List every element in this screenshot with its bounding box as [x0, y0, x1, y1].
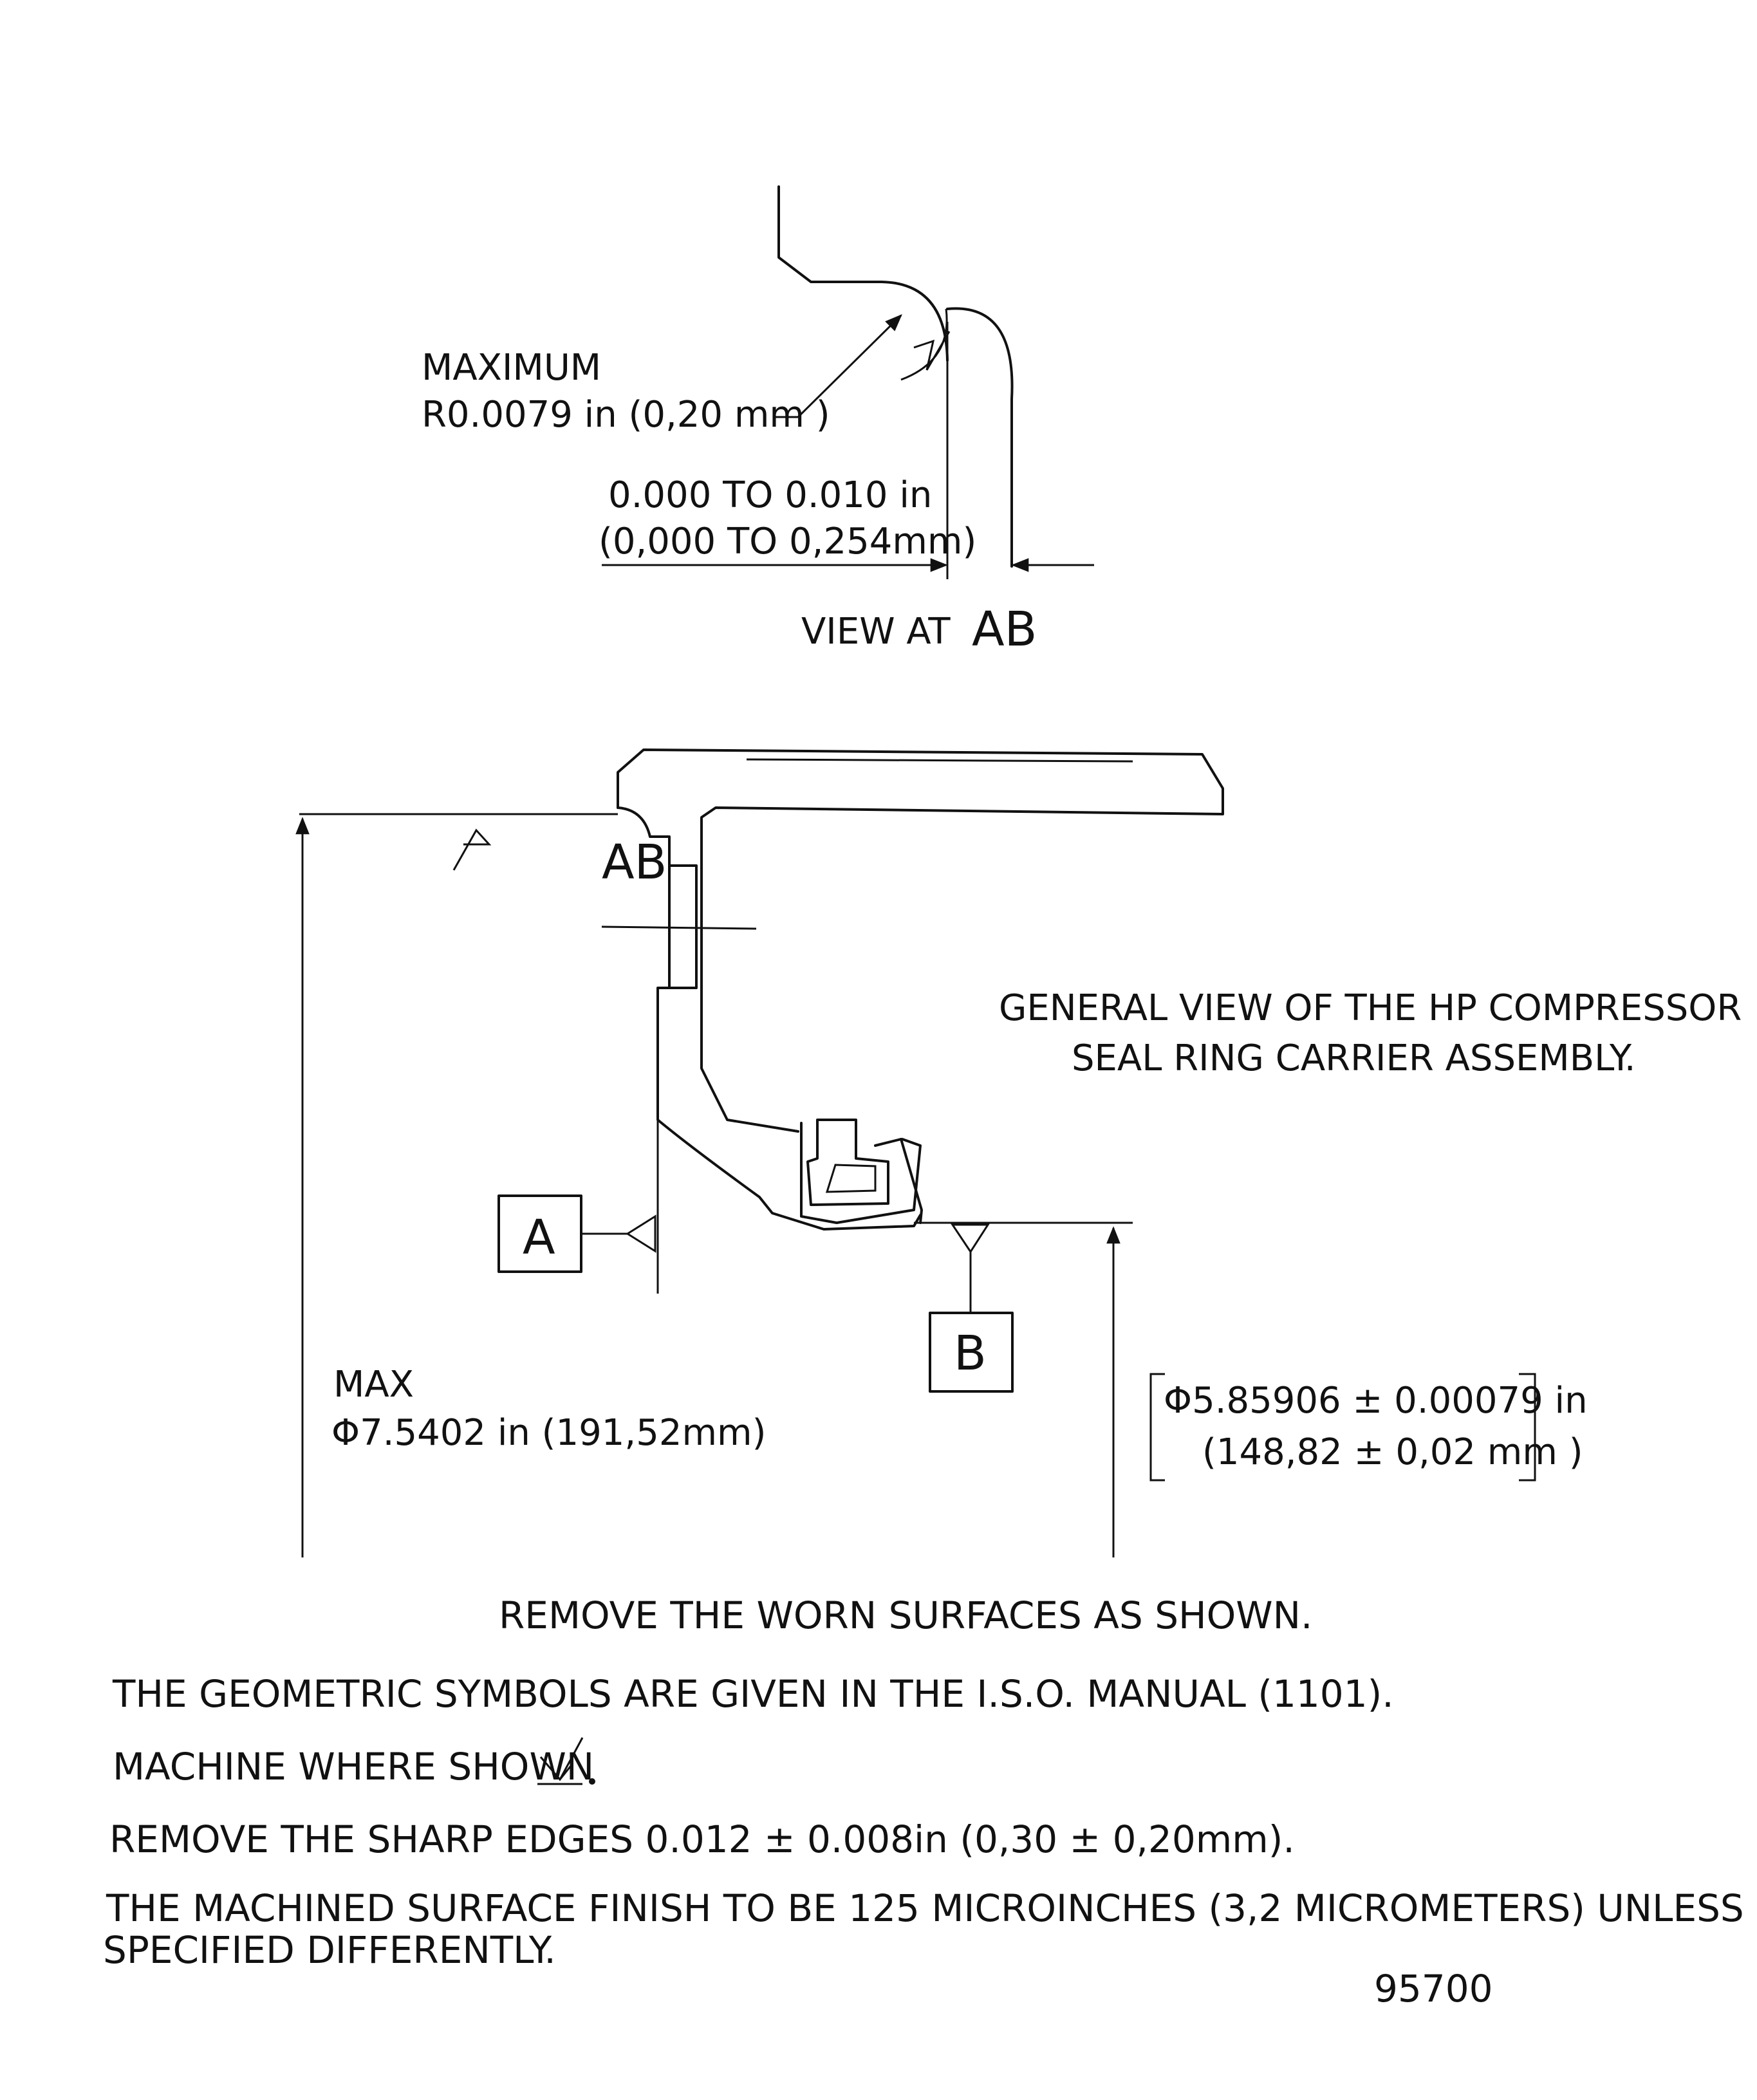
radius-label-line2: R0.0079 in (0,20 mm ): [422, 394, 830, 436]
detail-relief-arc: [946, 307, 1014, 568]
radius-leader: [797, 314, 902, 418]
note-remove-worn: REMOVE THE WORN SURFACES AS SHOWN.: [499, 1594, 1312, 1637]
datum-b-label: B: [954, 1326, 987, 1381]
note-geometric-symbols: THE GEOMETRIC SYMBOLS ARE GIVEN IN THE I…: [112, 1672, 1394, 1716]
general-view-title-line2: SEAL RING CARRIER ASSEMBLY.: [1072, 1037, 1636, 1079]
carrier-outer-profile: [617, 748, 1224, 1133]
view-caption-ref: AB: [972, 602, 1037, 657]
bracket-right: [1519, 1373, 1536, 1482]
seal-housing: [800, 1122, 922, 1224]
general-view: AB A B MAX Φ7.5402 in (191,52mm) Φ5.8590…: [295, 748, 1742, 1557]
datum-b-triangle: [951, 1223, 990, 1254]
detail-view-ab: MAXIMUM R0.0079 in (0,20 mm ) 0.000 TO 0…: [422, 185, 1094, 657]
bore-dia-label-line2: (148,82 ± 0,02 mm ): [1202, 1431, 1583, 1473]
flange-groove-line: [746, 758, 1133, 763]
section-ref-ab: AB: [602, 835, 667, 890]
machining-symbol-note: [537, 1737, 595, 1785]
max-dia-label-line1: MAX: [333, 1364, 414, 1406]
note-surface-finish-line2: SPECIFIED DIFFERENTLY.: [103, 1928, 556, 1972]
general-view-title-line1: GENERAL VIEW OF THE HP COMPRESSOR: [999, 987, 1742, 1029]
seal-housing-lip: [874, 1138, 923, 1224]
carrier-web-profile: [617, 806, 922, 1231]
offset-label-line1: 0.000 TO 0.010 in: [608, 474, 932, 516]
note-machine-where-shown: MACHINE WHERE SHOWN: [113, 1745, 594, 1789]
seal-ring-inner: [825, 1164, 877, 1193]
figure-number: 95700: [1374, 1967, 1493, 2011]
max-dia-label-line2: Φ7.5402 in (191,52mm): [331, 1412, 766, 1454]
bracket-left: [1149, 1373, 1165, 1482]
datum-b-box: [929, 1312, 1014, 1393]
radius-label-line1: MAXIMUM: [422, 347, 601, 389]
section-line-ab: [601, 925, 757, 930]
view-caption-prefix: VIEW AT: [801, 611, 951, 653]
offset-label-line2: (0,000 TO 0,254mm): [599, 521, 976, 562]
machining-symbol-top: [452, 828, 492, 871]
datum-a-label: A: [523, 1210, 555, 1265]
detail-part-profile: [777, 185, 949, 362]
machining-symbol-detail: [913, 331, 951, 371]
datum-a-triangle: [626, 1214, 656, 1253]
notes: REMOVE THE WORN SURFACES AS SHOWN. THE G…: [103, 1594, 1744, 2011]
bore-dia-label-line1: Φ5.85906 ± 0.00079 in: [1164, 1380, 1588, 1422]
note-sharp-edges: REMOVE THE SHARP EDGES 0.012 ± 0.008in (…: [109, 1817, 1295, 1861]
land-ab: [668, 864, 698, 989]
note-surface-finish-line1: THE MACHINED SURFACE FINISH TO BE 125 MI…: [106, 1886, 1744, 1930]
seal-ring: [806, 1119, 889, 1206]
